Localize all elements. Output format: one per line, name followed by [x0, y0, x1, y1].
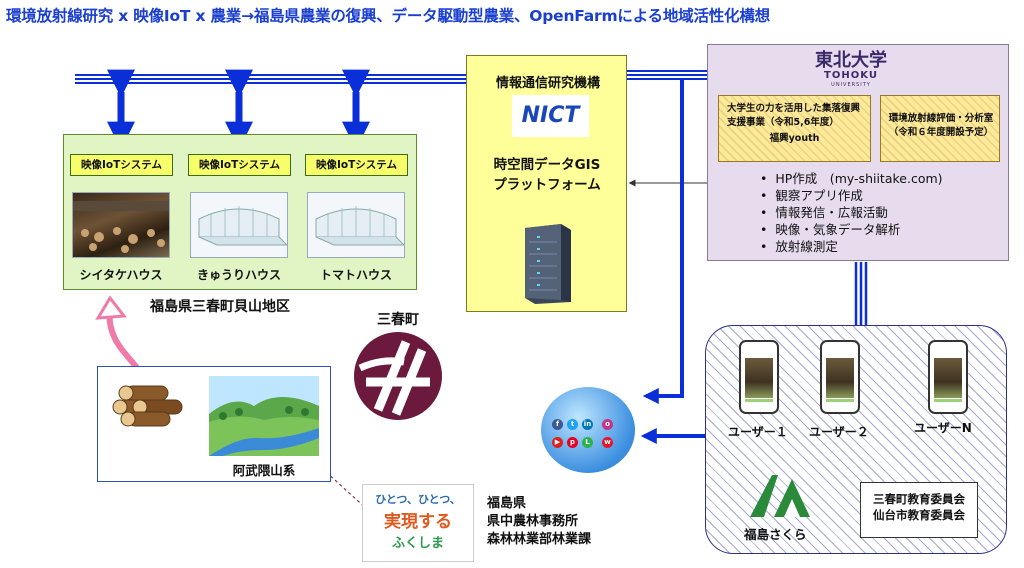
- fukushima-office-text: 福島県 県中農林事務所 森林林業部林業課: [487, 495, 591, 549]
- phone-icon-n: [928, 340, 968, 414]
- activity-item: HP作成 (my-shiitake.com): [760, 170, 942, 187]
- tohoku-name-en: TOHOKU: [824, 70, 878, 81]
- abukuma-to-fukushima-dashed: [294, 443, 369, 511]
- ja-logo-label: 福島さくら: [744, 527, 807, 542]
- activity-item: 情報発信・広報活動: [760, 204, 943, 221]
- pinterest-icon: p: [567, 437, 578, 448]
- mushroom-rows-icon: [73, 201, 169, 253]
- fukko-youth-text: 大学生の力を活用した集落復興支援事業（令和5,6年度）: [727, 103, 861, 128]
- miharu-seal-icon: [352, 330, 444, 422]
- user-1-label: ユーザー１: [728, 425, 788, 439]
- phone-icon-2: [820, 340, 860, 414]
- shiitake-house-photo: [72, 192, 170, 258]
- fukushima-logo-line-3: ふくしま: [391, 536, 444, 551]
- fukushima-line-1: 福島県: [487, 496, 527, 511]
- page-title: 環境放射線研究 x 映像IoT x 農業→福島県農業の復興、データ駆動型農業、O…: [6, 7, 770, 25]
- activity-item: 映像・気象データ解析: [760, 221, 943, 238]
- line-icon: L: [582, 437, 593, 448]
- phone-icon-1: [739, 340, 779, 414]
- abukuma-label: 阿武隈山系: [232, 463, 296, 478]
- user-2-label: ユーザー２: [809, 425, 869, 439]
- facebook-icon: f: [552, 419, 563, 430]
- cucumber-house-label: きゅうりハウス: [196, 268, 281, 282]
- nict-platform-label: 時空間データGISプラットフォーム: [493, 157, 601, 193]
- tohoku-name-sub: UNIVERSITY: [831, 82, 871, 88]
- tomato-house-photo: [307, 192, 406, 258]
- fukko-youth-box: 大学生の力を活用した集落復興支援事業（令和5,6年度） 福興youth: [718, 95, 871, 162]
- miharu-label: 三春町: [377, 312, 419, 328]
- nict-logo: NICT: [512, 95, 589, 137]
- iot-system-1: 映像IoTシステム: [70, 154, 173, 176]
- activity-item: 観察アプリ作成: [760, 187, 943, 204]
- fukushima-logo: ひとつ、ひとつ、 実現する ふくしま: [362, 484, 474, 562]
- tohoku-name: 東北大学: [815, 50, 887, 71]
- region-label: 福島県三春町貝山地区: [150, 299, 290, 315]
- user-n-label: ユーザーN: [914, 421, 972, 435]
- cucumber-house-photo: [190, 192, 289, 258]
- linkedin-icon: in: [582, 419, 593, 430]
- fukushima-logo-line-1: ひとつ、ひとつ、: [375, 493, 461, 506]
- nict-logo-text: NICT: [521, 103, 580, 128]
- tohoku-to-users-line: [854, 262, 868, 325]
- iot-system-2: 映像IoTシステム: [188, 154, 291, 176]
- sns-icon-grid: f t in o ▶ p L w: [552, 419, 628, 459]
- activity-item: 放射線測定: [760, 238, 943, 255]
- fukko-youth-sub: 福興youth: [769, 133, 820, 144]
- log-pile-icon: [106, 378, 186, 430]
- greenhouse-icon: [315, 206, 406, 246]
- tohoku-activities-list: HP作成 (my-shiitake.com) 観察アプリ作成 情報発信・広報活動…: [760, 170, 943, 255]
- fukushima-logo-line-2: 実現する: [384, 512, 452, 532]
- radiation-lab-text: 環境放射線評価・分析室（令和６年度開設予定）: [888, 113, 994, 138]
- boe-line-1: 三春町教育委員会: [873, 492, 965, 506]
- server-icon: [517, 222, 575, 306]
- fukushima-line-2: 県中農林事務所: [487, 514, 579, 529]
- radiation-lab-box: 環境放射線評価・分析室（令和６年度開設予定）: [880, 95, 1000, 162]
- iot-system-3: 映像IoTシステム: [305, 154, 408, 176]
- backbone-line: [75, 70, 707, 84]
- backbone-to-sns-arrow: [642, 80, 684, 404]
- boe-line-2: 仙台市教育委員会: [873, 508, 965, 522]
- fukushima-line-3: 森林林業部林業課: [487, 532, 592, 547]
- nict-org-label: 情報通信研究機構: [495, 76, 600, 91]
- mountain-river-image: [209, 376, 319, 456]
- boe-box: 三春町教育委員会 仙台市教育委員会: [860, 482, 978, 538]
- twitter-icon: t: [567, 419, 578, 430]
- greenhouse-icon: [198, 206, 289, 246]
- instagram-icon: o: [602, 419, 613, 430]
- shiitake-house-label: シイタケハウス: [79, 268, 163, 282]
- tomato-house-label: トマトハウス: [319, 268, 392, 282]
- weibo-icon: w: [602, 437, 613, 448]
- ja-logo-icon: [744, 469, 814, 521]
- youtube-icon: ▶: [552, 437, 563, 448]
- sns-globe-icon: [541, 387, 635, 473]
